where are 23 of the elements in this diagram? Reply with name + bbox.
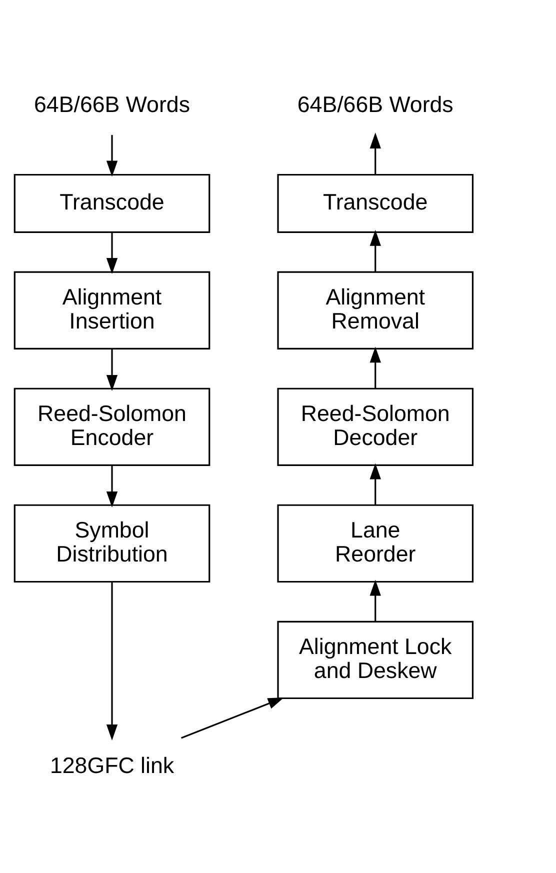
arrow bbox=[106, 134, 118, 177]
node-box: Transcode bbox=[277, 174, 474, 233]
arrow bbox=[370, 230, 381, 272]
node-box: Alignment Removal bbox=[277, 271, 474, 350]
node-box: Transcode bbox=[14, 174, 210, 233]
node-box: Alignment Insertion bbox=[14, 271, 210, 350]
node-text: 64B/66B Words bbox=[297, 92, 454, 118]
node-box: Symbol Distribution bbox=[14, 504, 210, 583]
arrow bbox=[181, 698, 284, 739]
node-box: Reed-Solomon Encoder bbox=[14, 388, 210, 466]
arrow bbox=[370, 132, 381, 174]
arrow bbox=[106, 582, 118, 740]
node-text: 64B/66B Words bbox=[34, 92, 190, 118]
arrow bbox=[106, 232, 118, 274]
arrow bbox=[370, 463, 381, 506]
node-text: 128GFC link bbox=[50, 752, 174, 778]
arrow bbox=[106, 466, 118, 508]
node-box: Alignment Lock and Deskew bbox=[277, 620, 474, 700]
arrow bbox=[370, 580, 381, 622]
arrow bbox=[370, 346, 381, 389]
arrow bbox=[106, 349, 118, 391]
node-box: Reed-Solomon Decoder bbox=[277, 388, 474, 466]
node-box: Lane Reorder bbox=[277, 504, 474, 583]
